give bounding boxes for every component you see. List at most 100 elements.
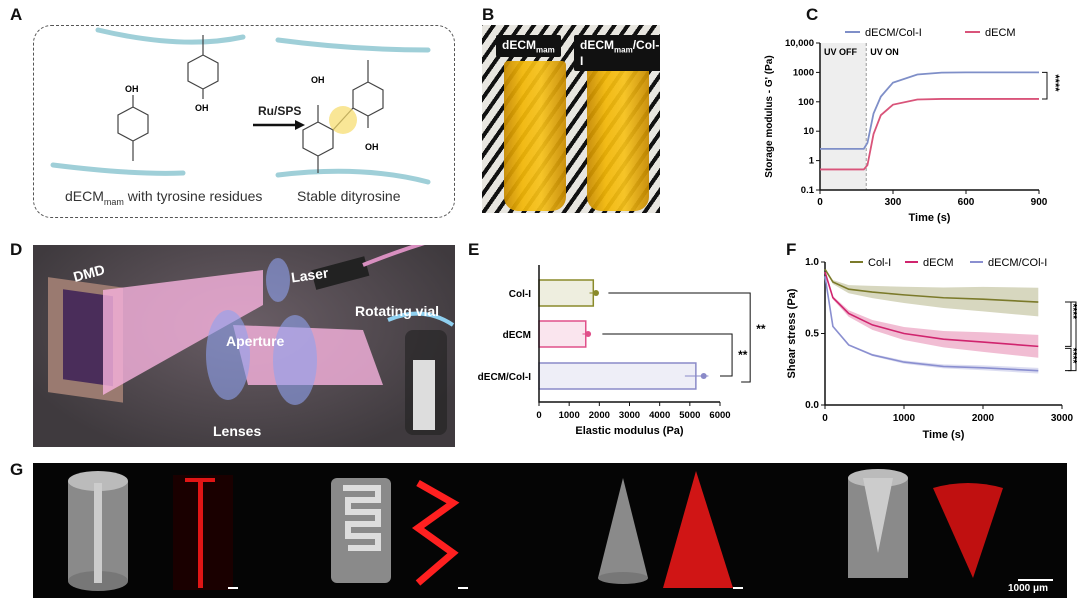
data-point (700, 373, 707, 379)
oh-label: OH (365, 142, 379, 152)
sig-label: ** (756, 322, 766, 336)
data-point (593, 290, 600, 296)
caption-left-sub: mam (103, 196, 124, 207)
reagent-label: Ru/SPS (258, 104, 301, 118)
x-axis-title: Time (s) (923, 429, 965, 441)
sig-bracket (602, 333, 733, 377)
uv-off-region (820, 43, 867, 190)
scale-bar-label: 1000 μm (1008, 583, 1049, 594)
x-tick-label: 4000 (649, 410, 670, 421)
x-tick-label: 2000 (972, 413, 995, 424)
cone-model (598, 478, 648, 584)
inverted-cone-model (848, 469, 908, 578)
sig-label: ** (738, 348, 748, 362)
cone-fluorescence (663, 471, 733, 588)
legend-label: dECM/Col-I (865, 27, 922, 39)
series-line-1 (820, 98, 1039, 171)
x-axis-title: Time (s) (909, 212, 951, 224)
aperture-label: Aperture (226, 333, 285, 349)
y-tick-label: 100 (798, 97, 814, 108)
inverted-cone-fluorescence (933, 483, 1003, 578)
panel-label-b: B (482, 5, 495, 24)
x-tick-label: 1000 (559, 410, 580, 421)
sig-bracket (608, 292, 751, 383)
x-tick-label: 600 (958, 197, 975, 208)
sig-label: **** (1067, 303, 1078, 319)
setup-illustration: DMD Laser Rotating vial Aperture Lenses (33, 245, 455, 447)
vial-decm (504, 61, 566, 211)
x-tick-label: 6000 (709, 410, 730, 421)
x-tick-label: 900 (1031, 197, 1048, 208)
series-line-1 (824, 271, 1039, 348)
panel-label-e: E (468, 240, 480, 259)
y-axis-title: Storage modulus - G' (Pa) (764, 55, 775, 177)
vial-decm-col (587, 61, 649, 211)
spiral-fluorescence (411, 479, 460, 586)
bar-0 (538, 279, 595, 307)
series-band-1 (825, 272, 1039, 358)
caption-left-main: dECM (65, 188, 104, 204)
series-band-0 (825, 269, 1039, 317)
panel-label-a: A (10, 5, 23, 24)
legend-label: Col-I (868, 257, 891, 269)
series-line-2 (824, 276, 1039, 372)
oh-label: OH (195, 103, 209, 113)
sig-bracket (1068, 301, 1077, 372)
y-tick-label: 1 (809, 156, 815, 167)
panel-label-c: C (806, 5, 819, 24)
x-tick-label: 0 (822, 413, 828, 424)
reaction-scheme: Ru/SPS OH OH OH OH (50, 27, 431, 185)
data-point (585, 331, 592, 337)
legend-label: dECM (923, 257, 954, 269)
sig-label: **** (1067, 348, 1078, 364)
reaction-scheme-box (33, 25, 455, 218)
uv-off-label: UV OFF (824, 47, 858, 57)
category-label: dECM/Col-I (478, 372, 532, 383)
legend-label: dECM/COl-I (988, 257, 1047, 269)
x-tick-label: 0 (817, 197, 823, 208)
category-label: Col-I (509, 289, 531, 300)
x-tick-label: 3000 (1051, 413, 1074, 424)
x-tick-label: 0 (536, 410, 541, 421)
y-axis-title: Shear stress (Pa) (786, 288, 798, 378)
sig-bracket (1042, 71, 1048, 100)
caption-left-rest: with tyrosine residues (123, 188, 263, 204)
bar-1 (538, 320, 587, 348)
y-tick-label: 1000 (793, 67, 814, 78)
panel-label-g: G (10, 460, 24, 479)
lenses-label: Lenses (213, 423, 262, 439)
sig-label: **** (1049, 74, 1061, 92)
vial1-tag: dECMmam (496, 35, 561, 58)
y-tick-label: 0.5 (805, 329, 819, 340)
x-tick-label: 1000 (893, 413, 916, 424)
legend-label: dECM (985, 27, 1016, 39)
printed-constructs-panel: 1000 μm (33, 463, 1067, 598)
oh-label: OH (125, 84, 139, 94)
x-tick-label: 2000 (589, 410, 610, 421)
panel-label-d: D (10, 240, 23, 259)
y-tick-label: 0.1 (801, 185, 815, 196)
x-tick-label: 5000 (679, 410, 700, 421)
series-line-0 (820, 71, 1039, 150)
y-tick-label: 0.0 (805, 400, 819, 411)
caption-right: Stable dityrosine (297, 188, 401, 204)
category-label: dECM (503, 330, 531, 341)
sig-label: **** (1076, 319, 1080, 335)
cylinder-channel-model (68, 471, 128, 591)
spiral-model (331, 478, 391, 583)
y-tick-label: 1.0 (805, 257, 819, 268)
chart-elastic-modulus: Col-I dECM dECM/Col-I 0 1000 2000 3000 4000 5000… (478, 265, 766, 437)
x-axis-title: Elastic modulus (Pa) (575, 425, 684, 437)
x-tick-label: 3000 (619, 410, 640, 421)
vials-photo: dECMmam dECMmam/Col-I (482, 25, 660, 213)
vial2-tag: dECMmam/Col-I (574, 35, 660, 72)
channel-fluorescence (173, 475, 233, 590)
oh-label: OH (311, 75, 325, 85)
panel-label-f: F (786, 240, 797, 259)
series-line-0 (824, 268, 1039, 303)
y-tick-label: 10 (803, 126, 814, 137)
bar-2 (538, 362, 697, 390)
y-tick-label: 10,000 (785, 38, 814, 49)
